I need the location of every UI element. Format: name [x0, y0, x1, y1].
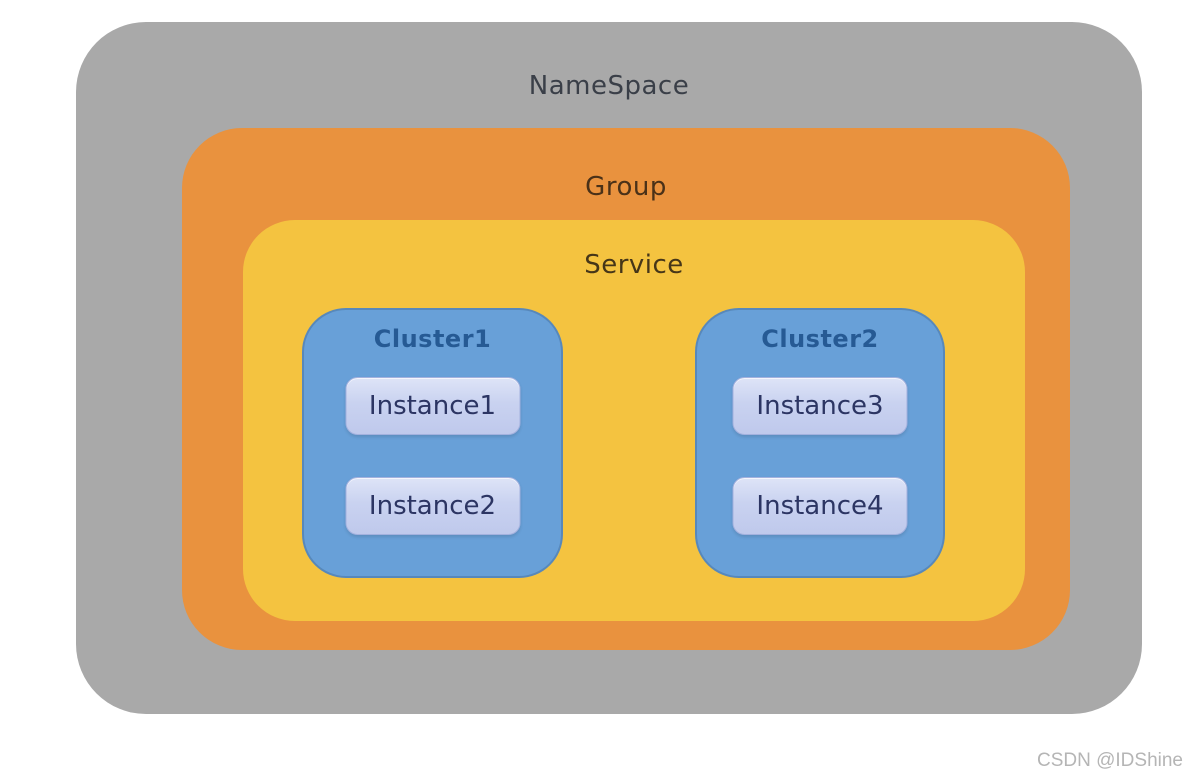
service-label: Service	[584, 250, 684, 280]
instance4-box: Instance4	[732, 477, 908, 535]
group-box: Group Service Cluster1 Instance1 Instanc…	[182, 128, 1070, 650]
group-label: Group	[585, 172, 667, 202]
service-box: Service Cluster1 Instance1 Instance2 Clu…	[243, 220, 1025, 621]
instance2-box: Instance2	[345, 477, 520, 535]
cluster2-box: Cluster2 Instance3 Instance4	[695, 308, 945, 578]
namespace-box: NameSpace Group Service Cluster1 Instanc…	[76, 22, 1142, 714]
namespace-label: NameSpace	[528, 71, 690, 101]
instance1-box: Instance1	[345, 377, 520, 435]
cluster1-box: Cluster1 Instance1 Instance2	[302, 308, 563, 578]
cluster2-label: Cluster2	[761, 325, 879, 353]
cluster1-label: Cluster1	[373, 325, 492, 353]
instance3-box: Instance3	[732, 377, 908, 435]
watermark-text: CSDN @IDShine	[1037, 750, 1183, 771]
